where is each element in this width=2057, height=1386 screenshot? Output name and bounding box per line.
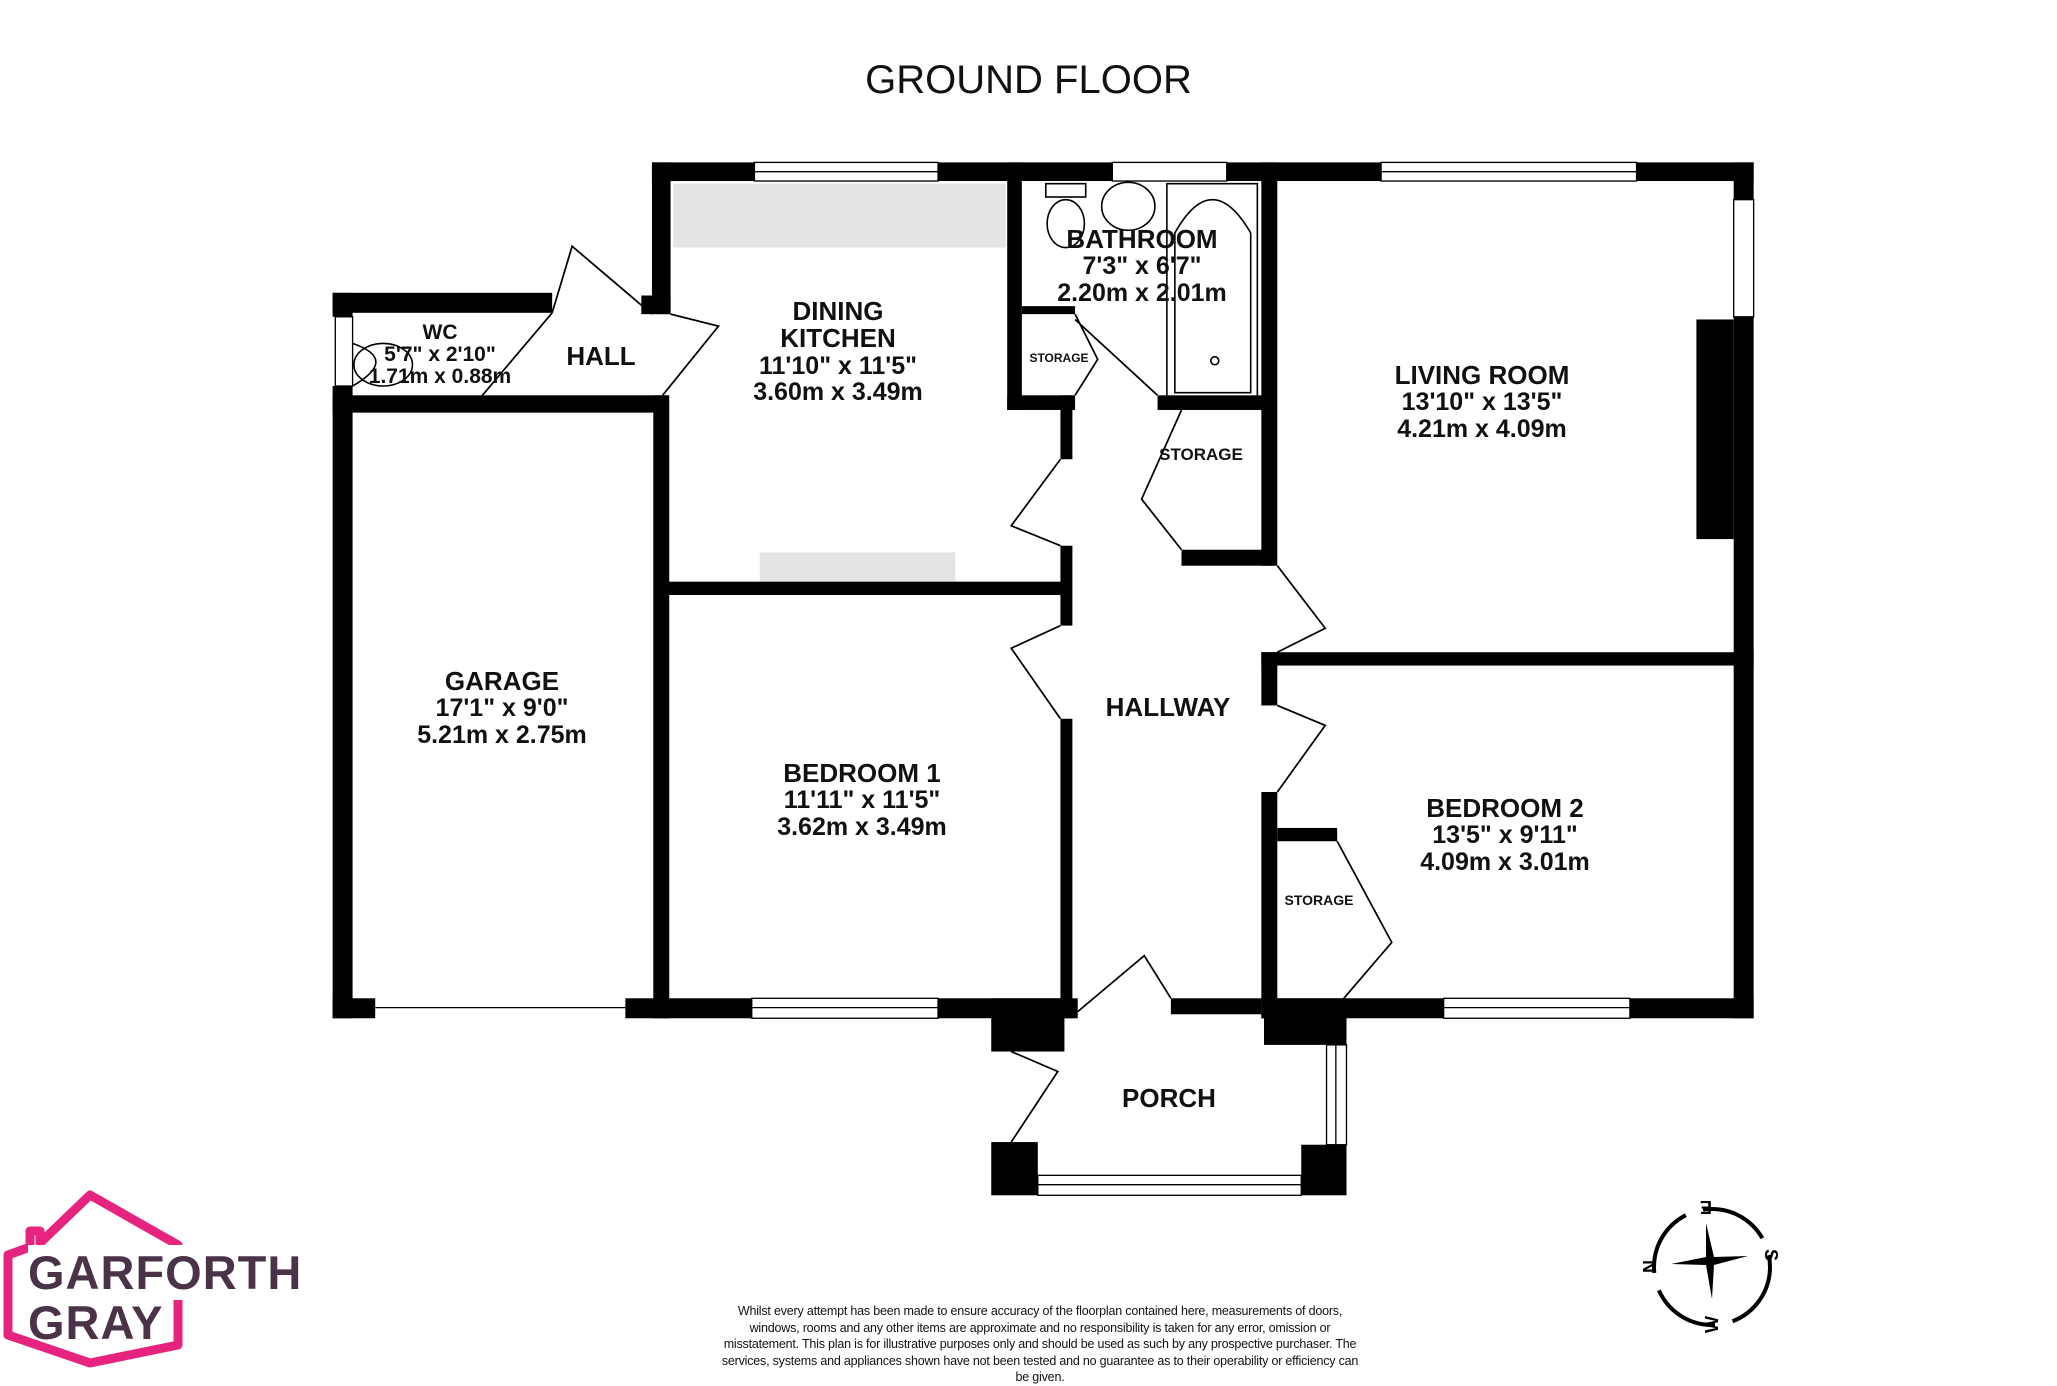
disclaimer: Whilst every attempt has been made to en… <box>721 1304 1359 1384</box>
bedroom1-label: BEDROOM 1 11'11" x 11'5" 3.62m x 3.49m <box>777 758 947 841</box>
wc-label: WC 5'7" x 2'10" 1.71m x 0.88m <box>368 321 512 389</box>
garage-label: GARAGE 17'1" x 9'0" 5.21m x 2.75m <box>417 666 587 749</box>
living-room-label: LIVING ROOM 13'10" x 13'5" 4.21m x 4.09m <box>1394 360 1570 443</box>
windows <box>334 161 1755 1196</box>
garforth-gray-logo: GARFORTH GRAY <box>0 1185 307 1371</box>
doors <box>478 244 1393 1143</box>
bedroom2-label: BEDROOM 2 13'5" x 9'11" 4.09m x 3.01m <box>1420 793 1590 876</box>
compass-icon: E N S W <box>1640 1197 1781 1333</box>
bathroom-label: BATHROOM 7'3" x 6'7" 2.20m x 2.01m <box>1057 224 1227 307</box>
dining-kitchen-label: DINING KITCHEN 11'10" x 11'5" 3.60m x 3.… <box>753 296 923 406</box>
storage-bedroom2-label: STORAGE <box>1284 892 1354 908</box>
house-outline-icon <box>3 1190 183 1368</box>
compass-n: N <box>1640 1260 1659 1273</box>
compass-s: S <box>1761 1249 1781 1261</box>
walls <box>332 162 1754 1196</box>
bathroom-fixtures <box>352 181 1259 398</box>
kitchen-worktop <box>673 183 1006 248</box>
porch-label: PORCH <box>1122 1083 1216 1113</box>
compass-w: W <box>1702 1316 1722 1333</box>
floor-title: GROUND FLOOR <box>865 58 1192 102</box>
hallway-label: HALLWAY <box>1105 692 1231 722</box>
compass-e: E <box>1700 1197 1712 1217</box>
kitchen-worktop <box>759 552 956 582</box>
storage-hall-label: STORAGE <box>1159 445 1243 464</box>
storage-small-label: STORAGE <box>1029 351 1089 365</box>
hall-label: HALL <box>566 341 636 371</box>
